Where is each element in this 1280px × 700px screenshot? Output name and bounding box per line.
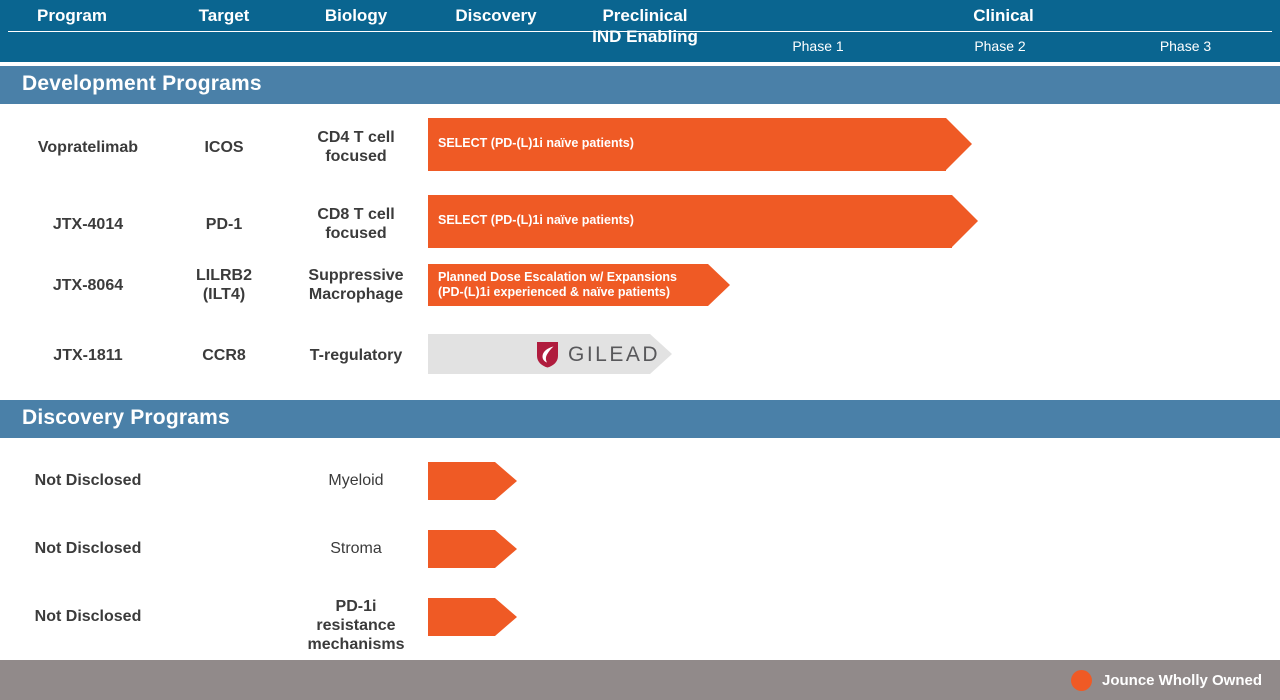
column-header-preclinical: Preclinical IND Enabling (592, 6, 698, 46)
biology-name: CD8 T cell focused (317, 206, 395, 242)
target-name: ICOS (204, 138, 244, 156)
arrow-tip-icon (495, 530, 517, 568)
biology-name: Myeloid (328, 471, 384, 489)
phase-header-3: Phase 3 (1159, 38, 1212, 54)
gilead-shield-icon (537, 342, 558, 368)
section-band-1: Discovery Programs (0, 400, 1280, 438)
gilead-wordmark: GILEAD (568, 342, 661, 366)
phase-bar-label: SELECT (PD-(L)1i naïve patients) (438, 213, 634, 227)
clinical-header-group: Clinical (727, 0, 1280, 62)
arrow-tip-icon (952, 195, 978, 247)
program-row: JTX-8064 LILRB2 (ILT4) Suppressive Macroph… (0, 264, 1280, 308)
target-name: PD-1 (205, 215, 243, 233)
section-title: Discovery Programs (22, 406, 230, 429)
phase-bar-label: SELECT (PD-(L)1i naïve patients) (438, 136, 634, 150)
phase-bar[interactable] (428, 530, 517, 568)
column-header-target: Target (198, 6, 250, 25)
target-name: CCR8 (202, 346, 246, 364)
column-header-biology: Biology (324, 6, 388, 25)
program-row: JTX-1811 CCR8 T-regulatory (0, 334, 1280, 378)
program-row: JTX-4014 PD-1 CD8 T cell focused (0, 195, 1280, 255)
phase-header-1: Phase 1 (792, 38, 844, 54)
biology-name: PD-1i resistance mechanisms (307, 598, 405, 653)
biology-name: T-regulatory (309, 346, 403, 364)
gilead-logo: GILEAD (536, 341, 660, 368)
column-header-program: Program (37, 6, 107, 25)
legend-label: Jounce Wholly Owned (1101, 672, 1262, 689)
program-row: Not Disclosed Stroma (0, 530, 1280, 568)
footer-bar: Jounce Wholly Owned (0, 660, 1280, 700)
phase-bar[interactable] (428, 462, 517, 500)
program-row: Not Disclosed Myeloid (0, 462, 1280, 500)
section-band-0: Development Programs (0, 66, 1280, 104)
biology-name: Suppressive Macrophage (308, 267, 404, 303)
arrow-tip-icon (946, 118, 972, 170)
program-name: Not Disclosed (34, 471, 142, 489)
biology-name: CD4 T cell focused (317, 129, 395, 165)
biology-name: Stroma (330, 539, 382, 557)
program-name: Vopratelimab (37, 138, 139, 156)
phase-header-2: Phase 2 (974, 38, 1026, 54)
partner-phase-bar[interactable]: GILEAD (428, 334, 672, 374)
column-header-bar: Program Target Biology Discovery Preclinical… (0, 0, 1280, 62)
arrow-tip-icon (650, 334, 672, 374)
program-name: JTX-1811 (53, 346, 123, 364)
phase-bar[interactable]: SELECT (PD-(L)1i naïve patients) (428, 118, 972, 171)
column-header-discovery: Discovery (455, 6, 537, 25)
program-name: Not Disclosed (34, 607, 142, 625)
legend-dot-icon (1070, 670, 1092, 691)
arrow-tip-icon (495, 462, 517, 500)
program-row: Vopratelimab ICOS CD4 T cell focused (0, 118, 1280, 178)
phase-bar[interactable] (428, 598, 517, 636)
program-row: Not Disclosed PD-1i resistance mechanisms (0, 598, 1280, 653)
arrow-tip-icon (495, 598, 517, 636)
section-title: Development Programs (22, 72, 262, 95)
header-divider-rule (8, 31, 1272, 32)
program-name: Not Disclosed (34, 539, 142, 557)
phase-bar[interactable]: SELECT (PD-(L)1i naïve patients) (428, 195, 978, 248)
phase-bar-label: Planned Dose Escalation w/ Expansions (P… (438, 270, 677, 299)
legend: Jounce Wholly Owned (1070, 670, 1262, 691)
clinical-header-title: Clinical (973, 6, 1034, 25)
phase-bar[interactable]: Planned Dose Escalation w/ Expansions (P… (428, 264, 730, 306)
program-name: JTX-4014 (52, 215, 124, 233)
target-name: LILRB2 (ILT4) (196, 267, 252, 303)
program-name: JTX-8064 (52, 276, 124, 294)
arrow-tip-icon (708, 264, 730, 306)
